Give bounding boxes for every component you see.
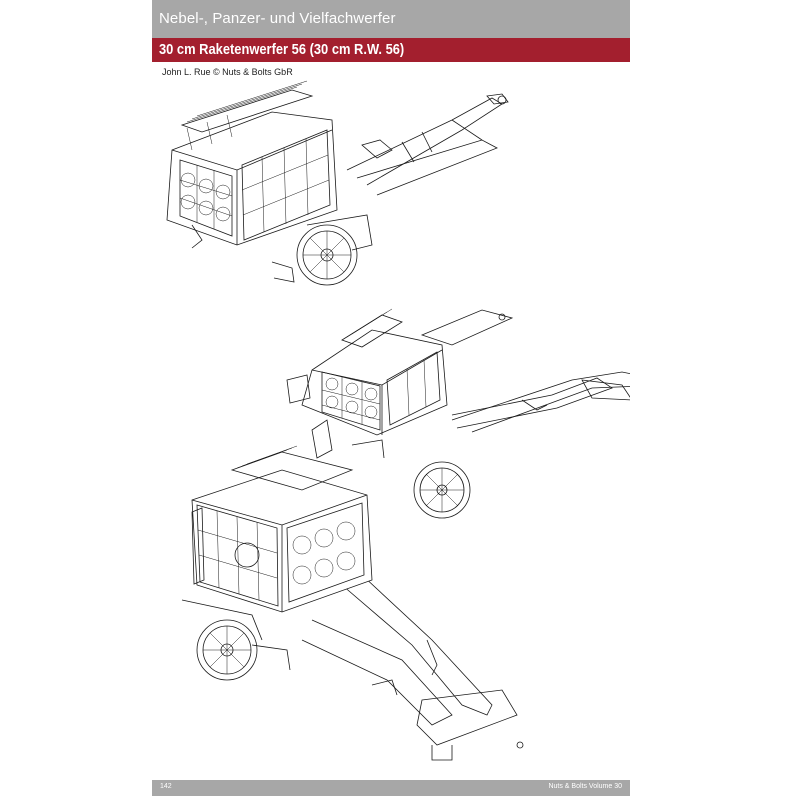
- line-drawings: [166, 80, 630, 761]
- launcher-drawing-front-left: [166, 80, 509, 286]
- title-bar: 30 cm Raketenwerfer 56 (30 cm R.W. 56): [152, 38, 630, 62]
- series-title: Nuts & Bolts Volume 30: [548, 783, 622, 790]
- page-number: 142: [160, 783, 172, 790]
- section-title: Nebel-, Panzer- und Vielfachwerfer: [159, 10, 396, 27]
- page-footer: 142 Nuts & Bolts Volume 30: [152, 780, 630, 796]
- launcher-drawing-front-right: [181, 445, 524, 761]
- artist-credit: John L. Rue © Nuts & Bolts GbR: [162, 67, 293, 77]
- book-page: Nebel-, Panzer- und Vielfachwerfer 30 cm…: [152, 0, 630, 800]
- launcher-drawing-rear-left: [286, 308, 630, 519]
- section-header-bar: Nebel-, Panzer- und Vielfachwerfer: [152, 0, 630, 38]
- page-title: 30 cm Raketenwerfer 56 (30 cm R.W. 56): [159, 41, 405, 58]
